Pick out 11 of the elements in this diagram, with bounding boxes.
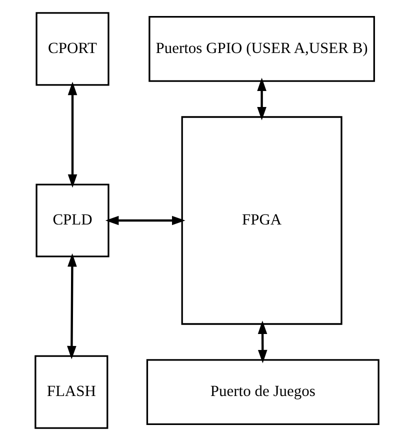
- node-box: Puerto de Juegos: [146, 359, 380, 425]
- node-box: CPORT: [36, 12, 110, 86]
- node-box: Puertos GPIO (USER A,USER B): [148, 16, 375, 82]
- arrow: [257, 78, 266, 120]
- node-box: FPGA: [181, 116, 342, 325]
- arrow: [68, 82, 78, 188]
- arrow: [105, 216, 186, 226]
- arrow: [258, 320, 268, 364]
- node-box: FLASH: [34, 355, 108, 429]
- node-box: CPLD: [36, 184, 110, 258]
- arrow: [67, 253, 77, 360]
